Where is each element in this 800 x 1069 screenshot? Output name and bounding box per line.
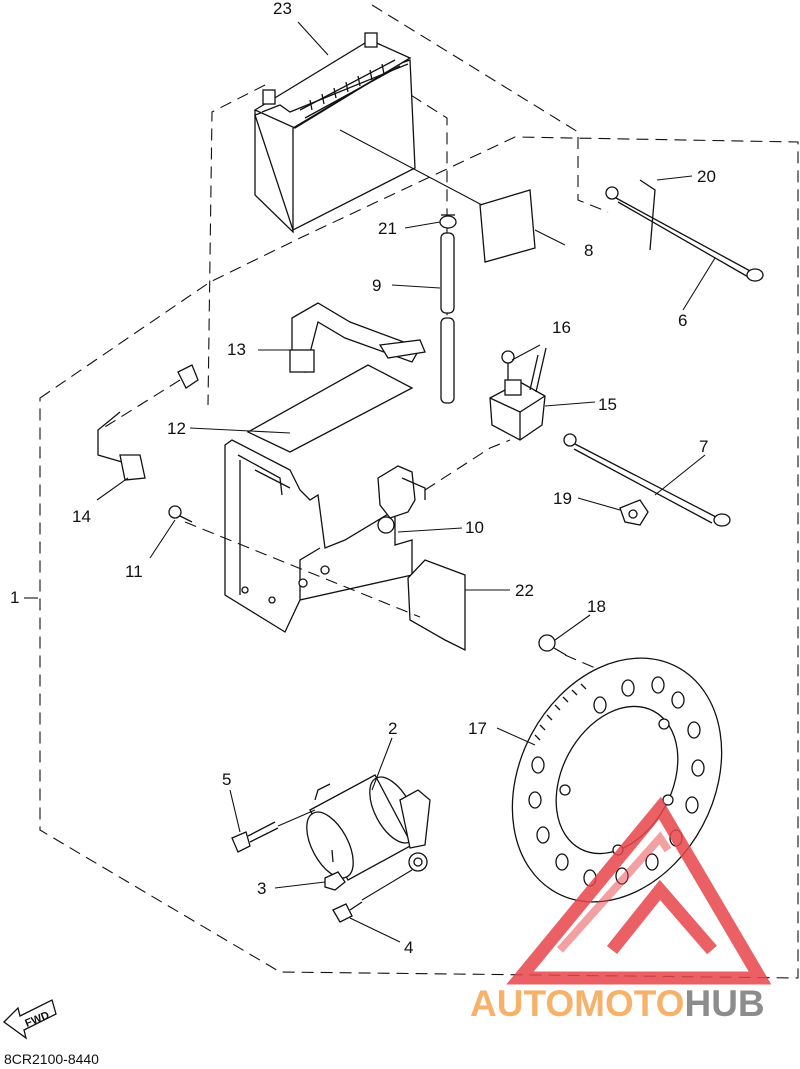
callout-6: 6: [678, 311, 687, 330]
watermark-logo-icon: [506, 796, 772, 985]
callout-15: 15: [598, 395, 617, 414]
callout-18: 18: [587, 597, 606, 616]
callout-8: 8: [584, 241, 593, 260]
relay: [489, 347, 547, 441]
watermark-part1: AUTOMOTO: [470, 983, 684, 1024]
band: [289, 302, 426, 373]
clip: [439, 214, 457, 229]
callout-2: 2: [388, 719, 397, 738]
callout-4: 4: [404, 938, 413, 957]
callout-3: 3: [257, 879, 266, 898]
callout-23: 23: [273, 0, 292, 18]
fwd-arrow-icon: FWD: [3, 999, 57, 1040]
bolt-5: [231, 821, 279, 853]
callout-19: 19: [553, 489, 572, 508]
callout-1: 1: [10, 588, 19, 607]
cable-7: [563, 433, 731, 527]
callout-12: 12: [167, 419, 186, 438]
starter-motor: [306, 774, 431, 881]
sheet: [246, 364, 414, 453]
callout-11: 11: [125, 562, 143, 581]
cable-6: [605, 179, 764, 282]
assembly-boundary: [39, 136, 799, 979]
callout-21: 21: [378, 219, 397, 238]
hose: [440, 232, 455, 404]
pad: [479, 189, 536, 263]
nut-3: [324, 871, 346, 891]
bolt-18: [538, 634, 567, 656]
diagram-code: 8CR2100-8440: [4, 1051, 99, 1067]
callout-17: 17: [468, 719, 487, 738]
watermark-part2: HUB: [684, 983, 764, 1024]
screw-16: [501, 350, 515, 380]
callout-7: 7: [699, 437, 708, 456]
bracket: [224, 439, 426, 633]
callout-5: 5: [222, 770, 231, 789]
battery-guide-left: [207, 84, 266, 406]
callout-10: 10: [465, 518, 484, 537]
callout-16: 16: [552, 318, 571, 337]
plate: [407, 559, 466, 652]
leader-lines: [24, 21, 716, 943]
watermark-text: AUTOMOTOHUB: [470, 983, 765, 1024]
lead-wire: [97, 364, 199, 481]
callout-22: 22: [515, 581, 534, 600]
battery: [253, 32, 416, 234]
battery-guide-right: [371, 4, 609, 213]
callout-14: 14: [72, 507, 91, 526]
callout-9: 9: [372, 276, 381, 295]
starter-gear: [511, 657, 723, 903]
callout-13: 13: [227, 340, 246, 359]
clamp-19: [619, 499, 649, 526]
bolt-11: [168, 505, 193, 523]
callout-20: 20: [697, 167, 716, 186]
bolt-4: [332, 901, 363, 923]
